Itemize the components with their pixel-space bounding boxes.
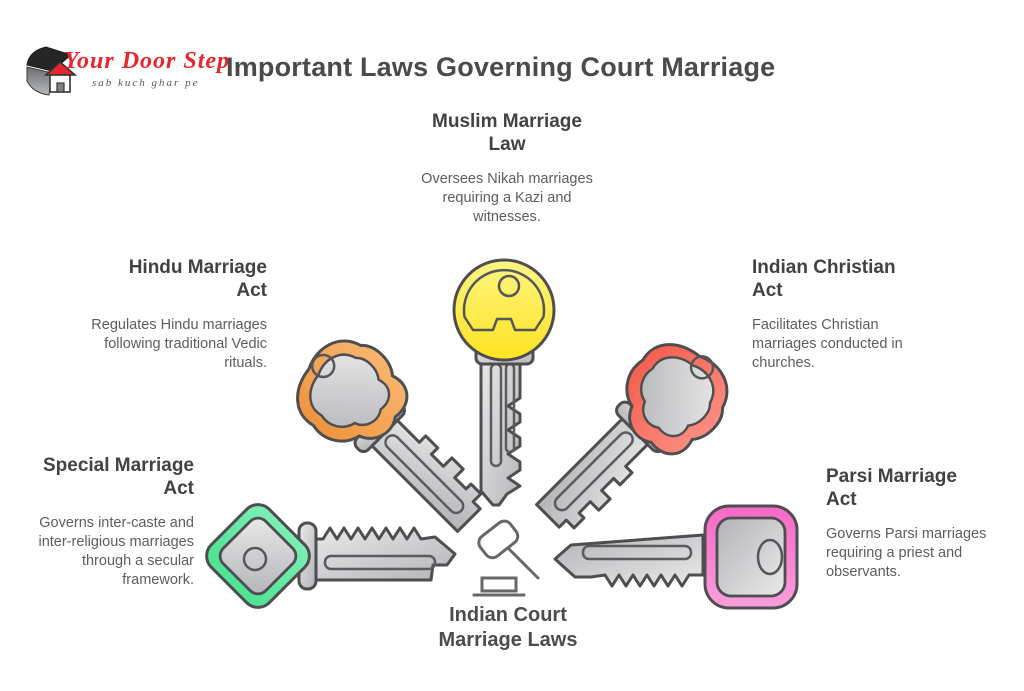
green-key-icon <box>205 503 457 609</box>
pink-key-icon <box>553 504 799 610</box>
law-block-christian: Indian Christian Act Facilitates Christi… <box>752 256 952 373</box>
center-label: Indian Court Marriage Laws <box>438 604 578 651</box>
law-description: Oversees Nikah marriages requiring a Kaz… <box>421 171 593 225</box>
law-block-parsi: Parsi Marriage Act Governs Parsi marriag… <box>826 465 1011 582</box>
law-block-muslim: Muslim Marriage Law Oversees Nikah marri… <box>382 110 632 227</box>
law-title: Hindu Marriage Act <box>128 257 267 301</box>
law-description: Governs inter-caste and inter-religious … <box>38 515 194 588</box>
brand-tagline: sab kuch ghar pe <box>92 77 200 89</box>
gavel-icon <box>472 519 540 597</box>
yellow-key-icon <box>452 258 556 507</box>
law-title: Muslim Marriage Law <box>432 111 582 155</box>
law-description: Facilitates Christian marriages conducte… <box>752 317 903 371</box>
law-title: Parsi Marriage Act <box>826 466 957 510</box>
law-block-hindu: Hindu Marriage Act Regulates Hindu marri… <box>83 256 267 373</box>
orange-key-icon <box>296 339 483 533</box>
law-description: Regulates Hindu marriages following trad… <box>91 317 267 371</box>
law-description: Governs Parsi marriages requiring a prie… <box>826 526 987 580</box>
house-logo-icon <box>26 46 78 96</box>
law-title: Special Marriage Act <box>42 455 194 499</box>
law-block-special: Special Marriage Act Governs inter-caste… <box>14 454 194 590</box>
page-title: Important Laws Governing Court Marriage <box>226 52 776 82</box>
brand-name: Your Door Step <box>64 48 231 74</box>
law-title: Indian Christian Act <box>752 257 896 301</box>
red-key-icon <box>535 343 729 530</box>
